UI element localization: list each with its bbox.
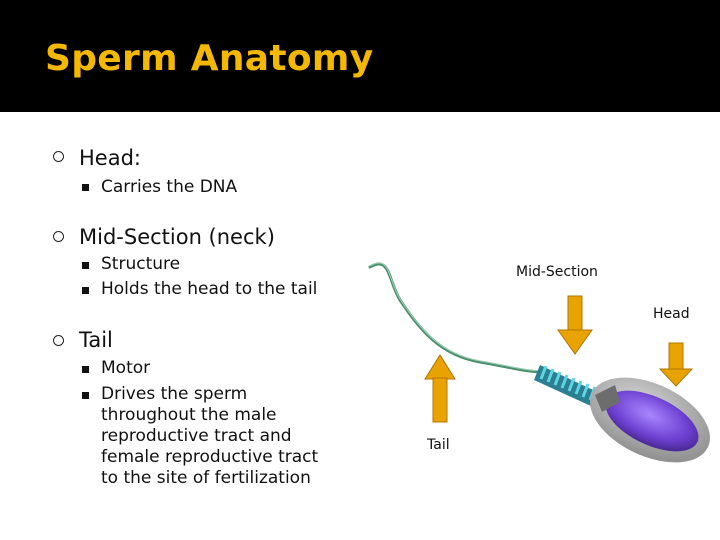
sperm-head (577, 360, 720, 479)
head-arrow-icon (660, 343, 692, 386)
midsection-arrow-icon (558, 296, 592, 354)
diagram-label-tail: Tail (427, 437, 450, 453)
diagram-label-midsection: Mid-Section (516, 264, 598, 280)
diagram-label-head: Head (653, 306, 690, 322)
sperm-tail (370, 264, 545, 372)
tail-arrow-icon (425, 355, 455, 422)
